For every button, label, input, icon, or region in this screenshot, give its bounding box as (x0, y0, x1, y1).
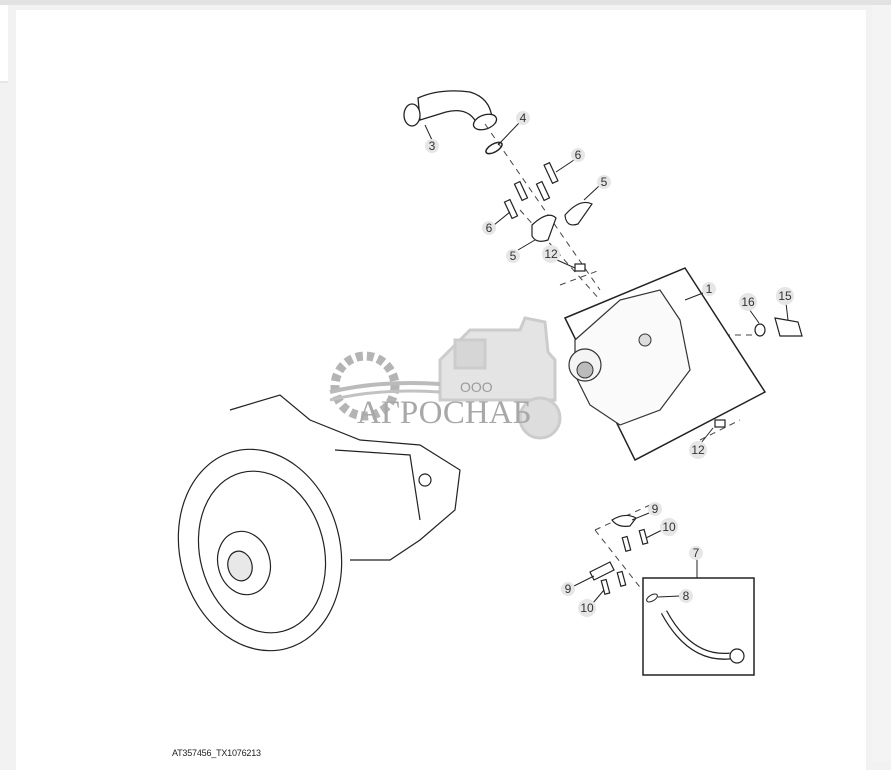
svg-text:3: 3 (429, 139, 436, 153)
svg-text:10: 10 (662, 520, 676, 534)
callout-10: 10 (578, 599, 596, 617)
callout-12: 12 (542, 245, 560, 263)
svg-text:15: 15 (778, 289, 792, 303)
watermark-name: АГРОСНАБ (357, 395, 532, 431)
callout-12: 12 (689, 441, 707, 459)
svg-text:4: 4 (520, 111, 527, 125)
svg-text:7: 7 (693, 546, 700, 560)
svg-text:6: 6 (486, 221, 493, 235)
callout-5: 5 (597, 175, 611, 189)
callout-labels: 3 4 6 5 6 5 12 1 16 15 12 9 10 7 9 8 10 (425, 111, 794, 617)
left-panel-edge (0, 5, 8, 83)
watermark-prefix: ООО (460, 379, 493, 395)
callout-16: 16 (739, 293, 757, 311)
hydraulic-pump-part (563, 267, 767, 462)
combine-harvester-icon (438, 316, 562, 440)
pipe-kit-part (642, 577, 755, 676)
callout-6: 6 (482, 221, 496, 235)
callout-1: 1 (702, 282, 716, 296)
callout-7: 7 (689, 546, 703, 560)
figure-caption: AT357456_TX1076213 (172, 748, 261, 758)
svg-text:5: 5 (510, 249, 517, 263)
top-bar (0, 0, 891, 5)
callout-10: 10 (660, 518, 678, 536)
callout-9: 9 (561, 582, 575, 596)
svg-text:9: 9 (652, 502, 659, 516)
svg-text:12: 12 (691, 443, 705, 457)
leader-lines (424, 122, 789, 604)
svg-text:6: 6 (575, 148, 582, 162)
svg-text:5: 5 (601, 175, 608, 189)
bolts-and-flanges (503, 161, 803, 596)
scrollbar-track[interactable] (872, 5, 891, 761)
svg-text:8: 8 (683, 589, 690, 603)
watermark-logo: ООО АГРОСНАБ (329, 316, 562, 440)
transmission-housing (177, 394, 461, 652)
callout-5: 5 (506, 249, 520, 263)
callout-6: 6 (571, 148, 585, 162)
svg-text:10: 10 (580, 601, 594, 615)
svg-text:9: 9 (565, 582, 572, 596)
callout-4: 4 (516, 111, 530, 125)
svg-text:1: 1 (706, 282, 713, 296)
svg-text:12: 12 (544, 247, 558, 261)
callout-3: 3 (425, 139, 439, 153)
svg-text:16: 16 (741, 295, 755, 309)
o-ring-part (485, 141, 503, 155)
callout-8: 8 (679, 589, 693, 603)
callout-9: 9 (648, 502, 662, 516)
callout-15: 15 (776, 287, 794, 305)
elbow-pipe-part (403, 90, 498, 131)
